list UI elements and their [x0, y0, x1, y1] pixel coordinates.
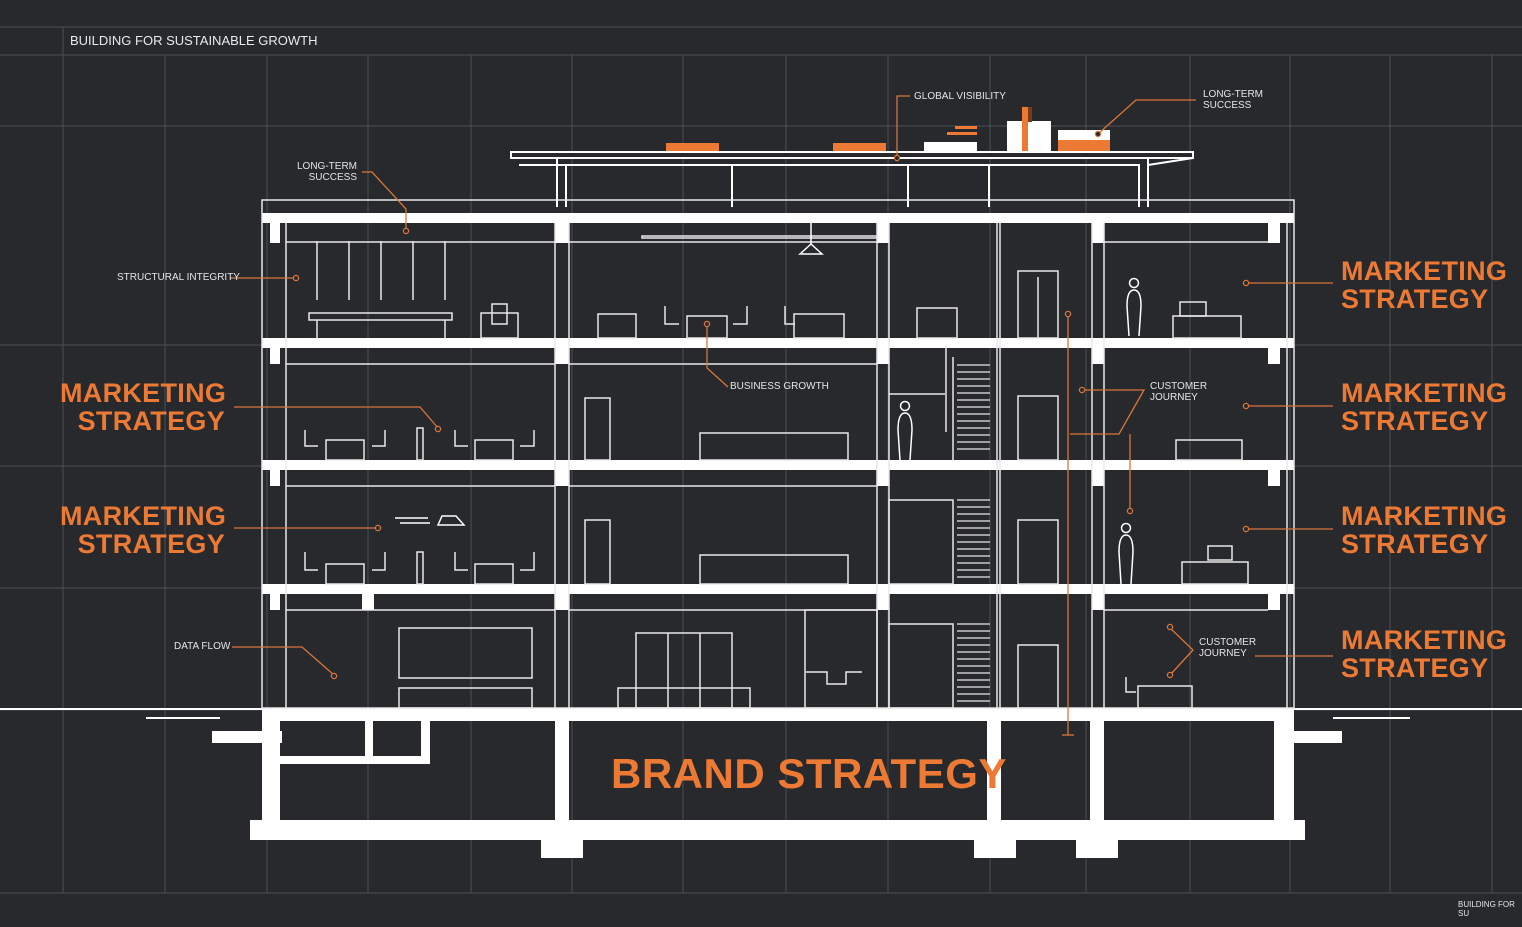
floor-slabs — [212, 213, 1342, 858]
wall-outlines — [261, 199, 1295, 709]
person-icons — [897, 277, 1142, 585]
diagram-title: BUILDING FOR SUSTAINABLE GROWTH — [70, 33, 318, 48]
left-headline-1: MARKETING STRATEGY — [60, 378, 227, 436]
staircase — [957, 364, 990, 702]
grid-lines — [0, 26, 1522, 894]
callout-dots — [292, 130, 1250, 680]
right-headline-2: MARKETING STRATEGY — [1341, 378, 1508, 436]
right-headline-1: MARKETING STRATEGY — [1341, 256, 1508, 314]
right-headline-3: MARKETING STRATEGY — [1341, 501, 1508, 559]
callout-long-term-success-roof: LONG-TERM SUCCESS — [1203, 89, 1263, 111]
drone-icon — [395, 515, 466, 526]
left-headline-2: MARKETING STRATEGY — [60, 501, 227, 559]
pendant-lamp-icon — [798, 223, 824, 255]
callout-global-visibility: GLOBAL VISIBILITY — [914, 91, 1006, 102]
columns — [270, 213, 1280, 610]
callout-customer-journey-upper: CUSTOMER JOURNEY — [1150, 381, 1208, 403]
callout-business-growth: BUSINESS GROWTH — [730, 381, 829, 392]
footer-title: BUILDING FOR SU — [1458, 900, 1515, 918]
right-headline-4: MARKETING STRATEGY — [1341, 625, 1508, 683]
foundation-label-brand-strategy: BRAND STRATEGY — [611, 750, 1007, 797]
callout-leaders — [230, 95, 1333, 736]
callout-long-term-success-left: LONG-TERM SUCCESS — [297, 161, 357, 183]
callout-customer-journey-lower: CUSTOMER JOURNEY — [1199, 637, 1257, 659]
callout-data-flow: DATA FLOW — [174, 641, 231, 652]
rooftop-objects — [666, 107, 1110, 151]
callout-structural-integrity: STRUCTURAL INTEGRITY — [117, 272, 240, 283]
ground-line — [0, 708, 1522, 719]
roof-canopy — [510, 151, 1194, 207]
